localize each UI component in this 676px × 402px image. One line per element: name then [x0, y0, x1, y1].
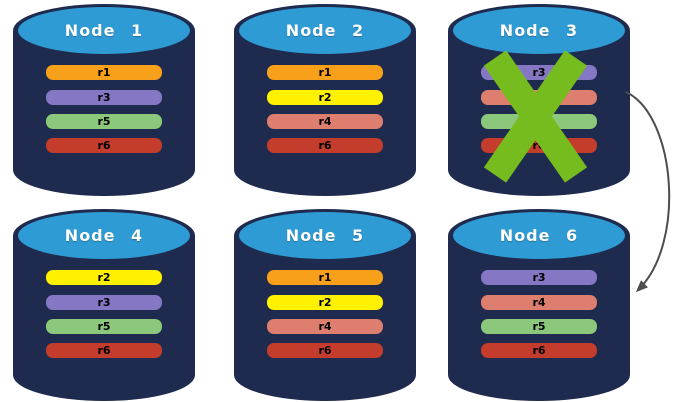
- replica-bar: r6: [481, 138, 597, 153]
- cylinder-cap: Node 4: [18, 212, 190, 259]
- cylinder-cap: Node 6: [453, 212, 625, 259]
- db-node-1: Node 1 r1 r3 r5 r6: [13, 4, 195, 196]
- replica-bar: r2: [267, 295, 383, 310]
- replica-bar: r4: [267, 114, 383, 129]
- node-title: Node 4: [64, 226, 144, 245]
- replica-bar: r3: [46, 90, 162, 105]
- replica-bar: r5: [46, 114, 162, 129]
- replica-bar: r1: [267, 65, 383, 80]
- replica-bar: r1: [267, 270, 383, 285]
- db-node-2: Node 2 r1 r2 r4 r6: [234, 4, 416, 196]
- node-title: Node 6: [499, 226, 579, 245]
- node-title: Node 3: [499, 21, 579, 40]
- db-node-5: Node 5 r1 r2 r4 r6: [234, 209, 416, 401]
- replica-bar: r2: [267, 90, 383, 105]
- replica-list: r2 r3 r5 r6: [13, 209, 195, 401]
- cylinder-cap: Node 3: [453, 7, 625, 54]
- cylinder-cap: Node 1: [18, 7, 190, 54]
- replica-list: r1 r3 r5 r6: [13, 4, 195, 196]
- cylinder-cap: Node 5: [239, 212, 411, 259]
- replica-list: r1 r2 r4 r6: [234, 4, 416, 196]
- replica-bar: r6: [46, 138, 162, 153]
- replica-bar: r3: [481, 65, 597, 80]
- replica-bar: r5: [481, 319, 597, 334]
- replica-list: r1 r2 r4 r6: [234, 209, 416, 401]
- node-title: Node 2: [285, 21, 365, 40]
- replica-bar: r4: [267, 319, 383, 334]
- db-node-6: Node 6 r3 r4 r5 r6: [448, 209, 630, 401]
- replica-bar: r5: [46, 319, 162, 334]
- replica-bar: r4: [481, 295, 597, 310]
- node-title: Node 5: [285, 226, 365, 245]
- cylinder-cap: Node 2: [239, 7, 411, 54]
- db-node-3: Node 3 r3 r4 r5 r6: [448, 4, 630, 196]
- replica-bar: r6: [481, 343, 597, 358]
- replica-bar: r3: [46, 295, 162, 310]
- replica-bar: r5: [481, 114, 597, 129]
- replica-bar: r6: [46, 343, 162, 358]
- replica-list: r3 r4 r5 r6: [448, 209, 630, 401]
- failover-arrow: [625, 91, 671, 293]
- replica-bar: r1: [46, 65, 162, 80]
- replica-bar: r6: [267, 138, 383, 153]
- node-title: Node 1: [64, 21, 144, 40]
- replica-bar: r3: [481, 270, 597, 285]
- replica-bar: r6: [267, 343, 383, 358]
- replica-bar: r4: [481, 90, 597, 105]
- replica-bar: r2: [46, 270, 162, 285]
- replica-list: r3 r4 r5 r6: [448, 4, 630, 196]
- db-node-4: Node 4 r2 r3 r5 r6: [13, 209, 195, 401]
